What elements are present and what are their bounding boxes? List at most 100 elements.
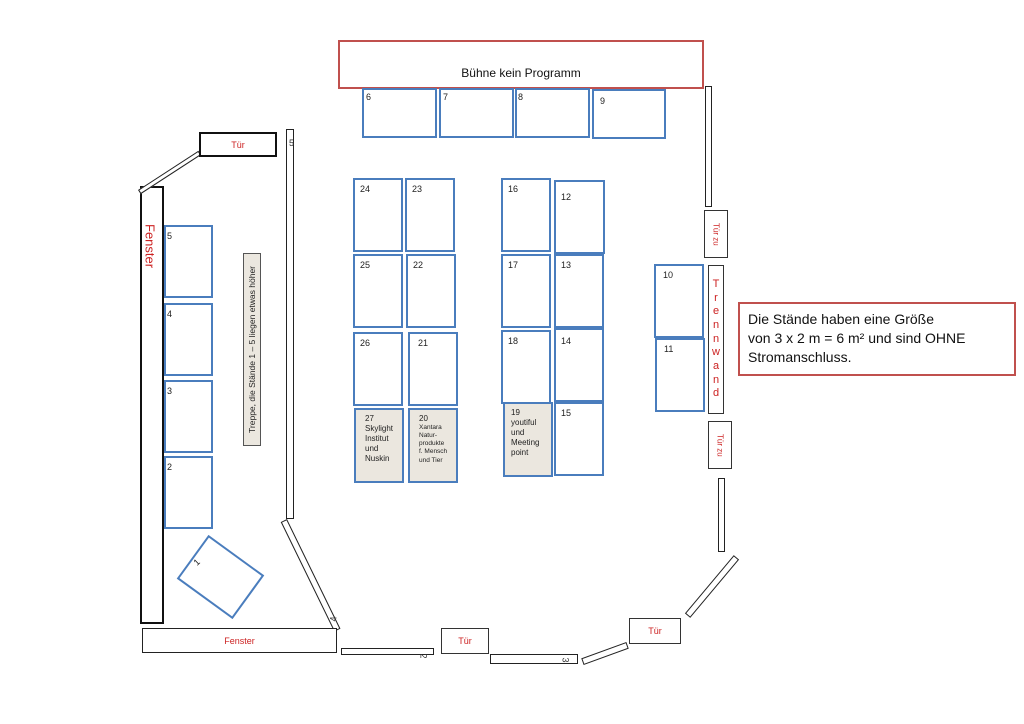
- bottom-wall-3: [490, 654, 578, 664]
- booth-8-number: 8: [518, 92, 524, 102]
- booth-27[interactable]: 27 Skylight Institut und Nuskin: [354, 408, 404, 483]
- booth-3[interactable]: 3: [164, 380, 213, 453]
- right-door-1: Tür zu: [704, 210, 728, 258]
- booth-19-line-2: und: [511, 428, 525, 437]
- booth-21[interactable]: 21: [408, 332, 458, 406]
- booth-2-number: 2: [167, 462, 173, 472]
- booth-4[interactable]: 4: [164, 303, 213, 376]
- booth-20-text: 20 Xantara Natur- produkte f. Mensch und…: [419, 414, 447, 465]
- booth-19-line-4: point: [511, 448, 529, 457]
- booth-8[interactable]: 8: [515, 88, 590, 138]
- booth-10-number: 10: [663, 270, 674, 280]
- booth-20-line-4: f. Mensch: [419, 448, 448, 456]
- bottom-door-1: Tür: [441, 628, 489, 654]
- booth-15-number: 15: [561, 408, 572, 418]
- booth-19[interactable]: 19 youtiful und Meeting point: [503, 402, 553, 477]
- booth-9[interactable]: 9: [592, 89, 666, 139]
- booth-6[interactable]: 6: [362, 88, 437, 138]
- stairs-label: Treppe, die Stände 1 – 5 liegen etwas hö…: [243, 253, 261, 446]
- left-window-label: Fenster: [140, 186, 160, 306]
- booth-14[interactable]: 14: [554, 328, 604, 402]
- wall-number-3: 3: [560, 657, 571, 663]
- booth-22-number: 22: [413, 260, 424, 270]
- bottom-door-2: Tür: [629, 618, 681, 644]
- booth-18[interactable]: 18: [501, 330, 551, 404]
- booth-3-number: 3: [167, 386, 173, 396]
- booth-27-line-1: Skylight: [365, 424, 394, 433]
- booth-26[interactable]: 26: [353, 332, 403, 406]
- booth-16-number: 16: [508, 184, 519, 194]
- booth-27-text: 27 Skylight Institut und Nuskin: [365, 414, 393, 464]
- bottom-wall-2: [341, 648, 434, 655]
- right-door-2-label: Tür zu: [715, 433, 725, 457]
- note-line-2: von 3 x 2 m = 6 m² und sind OHNE: [748, 329, 966, 346]
- fenster-left-text: Fenster: [142, 223, 158, 269]
- note-line-1: Die Stände haben eine Größe: [748, 311, 935, 327]
- right-wall-lower: [718, 478, 725, 552]
- booth-27-number: 27: [365, 414, 374, 423]
- booth-27-line-2: Institut: [365, 434, 389, 443]
- booth-19-number: 19: [511, 408, 520, 417]
- booth-25-number: 25: [360, 260, 371, 270]
- bottom-wall-angled: [581, 642, 629, 665]
- booth-16[interactable]: 16: [501, 178, 551, 252]
- booth-26-number: 26: [360, 338, 371, 348]
- booth-17[interactable]: 17: [501, 254, 551, 328]
- booth-20-line-1: Xantara: [419, 424, 442, 431]
- booth-23[interactable]: 23: [405, 178, 455, 252]
- booth-25[interactable]: 25: [353, 254, 403, 328]
- bottom-window-wall: Fenster: [142, 628, 337, 653]
- booth-17-number: 17: [508, 260, 519, 270]
- booth-19-text: 19 youtiful und Meeting point: [511, 408, 539, 458]
- left-window-wall: [140, 186, 164, 624]
- booth-19-line-3: Meeting: [511, 438, 540, 447]
- booth-1-number: 1: [191, 556, 202, 568]
- booth-20-line-5: und Tier: [419, 456, 443, 464]
- booth-27-line-4: Nuskin: [365, 454, 390, 463]
- booth-2[interactable]: 2: [164, 456, 213, 529]
- partition-trennwand: Trennwand: [708, 265, 724, 414]
- bottom-door-2-label: Tür: [648, 626, 662, 636]
- booth-15[interactable]: 15: [554, 402, 604, 476]
- booth-10[interactable]: 10: [654, 264, 704, 338]
- booth-11-number: 11: [664, 344, 674, 354]
- booth-23-number: 23: [412, 184, 423, 194]
- info-note: Die Stände haben eine Größe von 3 x 2 m …: [738, 302, 1016, 376]
- booth-20-line-3: produkte: [419, 440, 445, 448]
- top-door: Tür: [199, 132, 277, 157]
- booth-24[interactable]: 24: [353, 178, 403, 252]
- booth-7[interactable]: 7: [439, 88, 514, 138]
- trennwand-label: Trennwand: [712, 278, 720, 400]
- booth-13-number: 13: [561, 260, 572, 270]
- booth-22[interactable]: 22: [406, 254, 456, 328]
- booth-5[interactable]: 5: [164, 225, 213, 298]
- partition-diagonal: [280, 519, 341, 632]
- right-door-2: Tür zu: [708, 421, 732, 469]
- wall-number-4: 4: [328, 616, 339, 622]
- booth-13[interactable]: 13: [554, 254, 604, 328]
- booth-12[interactable]: 12: [554, 180, 605, 254]
- booth-20-line-2: Natur-: [419, 432, 438, 440]
- bottom-door-1-label: Tür: [458, 636, 472, 646]
- booth-5-number: 5: [167, 231, 173, 241]
- stage: Bühne kein Programm: [338, 40, 704, 89]
- booth-4-number: 4: [167, 309, 173, 319]
- booth-1[interactable]: 1: [176, 534, 265, 620]
- right-door-1-label: Tür zu: [711, 222, 721, 246]
- booth-24-number: 24: [360, 184, 371, 194]
- booth-18-number: 18: [508, 336, 519, 346]
- right-lower-diagonal-wall: [684, 555, 740, 618]
- stage-label: Bühne kein Programm: [461, 66, 581, 80]
- booth-11[interactable]: 11: [655, 338, 705, 412]
- booth-7-number: 7: [443, 92, 449, 102]
- booth-27-line-3: und: [365, 444, 379, 453]
- wall-number-5: 5: [289, 138, 295, 148]
- fenster-bottom-text: Fenster: [224, 635, 255, 646]
- booth-20[interactable]: 20 Xantara Natur- produkte f. Mensch und…: [408, 408, 458, 483]
- booth-9-number: 9: [600, 96, 606, 106]
- right-wall-upper: [705, 86, 712, 207]
- wall-number-2: 2: [418, 653, 429, 659]
- booth-21-number: 21: [418, 338, 429, 348]
- note-line-3: Stromanschluss.: [748, 348, 852, 365]
